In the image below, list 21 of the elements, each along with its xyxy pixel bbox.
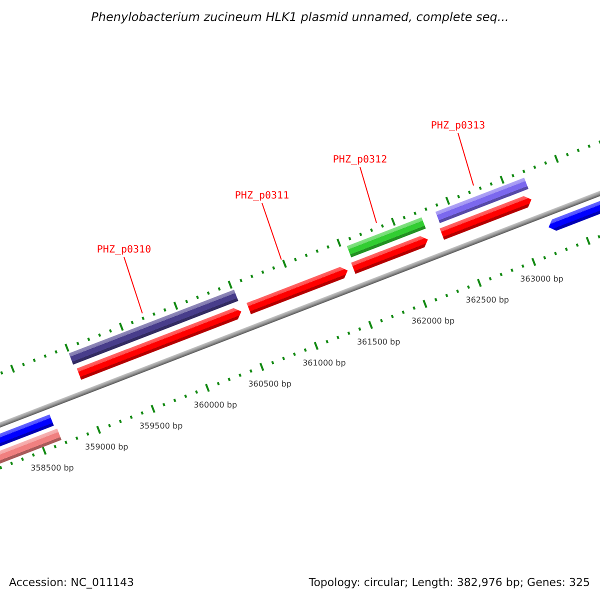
position-label: 360500 bp [248, 379, 292, 388]
position-label: 363000 bp [520, 274, 564, 284]
gene-label: PHZ_p0313 [430, 120, 486, 132]
leader-line [124, 256, 143, 314]
gene-label: PHZ_p0312 [332, 154, 388, 166]
position-label: 360000 bp [194, 400, 238, 410]
gene-label: PHZ_p0310 [96, 244, 152, 256]
position-label: 358500 bp [30, 463, 74, 472]
leader-line [262, 202, 282, 260]
position-label: 361500 bp [356, 337, 400, 346]
position-label: 359500 bp [139, 421, 183, 430]
leader-line [458, 132, 474, 186]
position-label: 361000 bp [302, 358, 346, 368]
gene-label: PHZ_p0311 [234, 190, 290, 202]
position-label: 362500 bp [466, 295, 509, 304]
leader-line [360, 166, 377, 224]
footer-text: Accession: NC_011143 [9, 576, 134, 589]
title: Phenylobacterium zucineum HLK1 plasmid unnamed, complete seq... [90, 10, 510, 24]
position-label: 359000 bp [85, 442, 128, 452]
position-label: 362000 bp [411, 316, 455, 326]
footer-text: Topology: circular; Length: 382,976 bp; Genes: 325 [308, 576, 590, 589]
